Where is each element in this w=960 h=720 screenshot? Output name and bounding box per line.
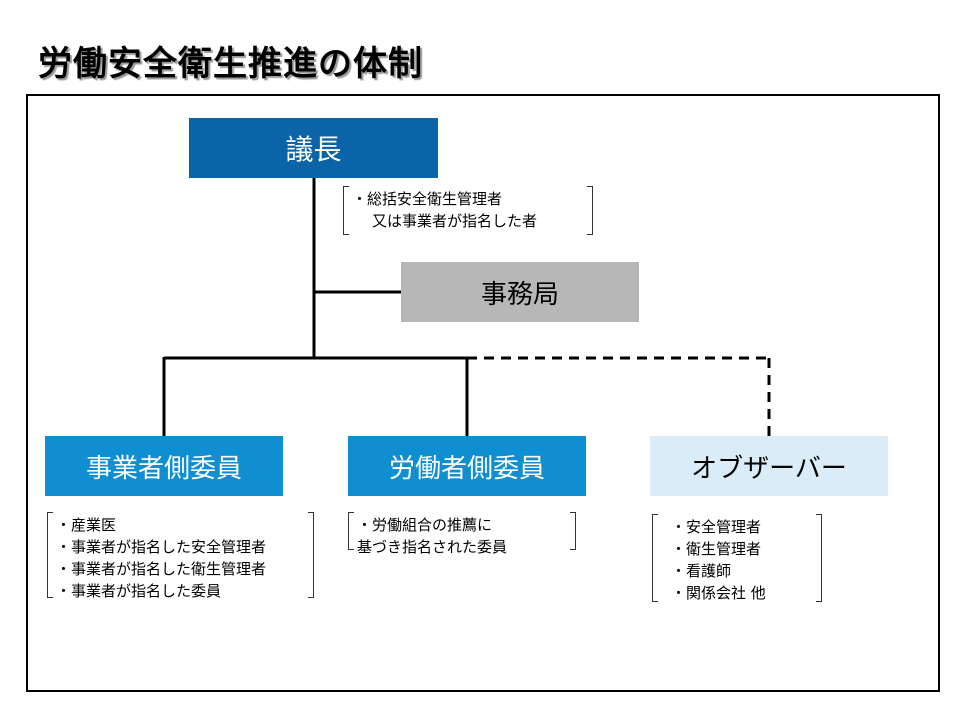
chair-note-line: 又は事業者が指名した者	[372, 212, 538, 230]
employer-note-line: ・事業者が指名した衛生管理者	[56, 560, 267, 578]
employer-note-line: ・事業者が指名した安全管理者	[56, 538, 267, 556]
observer-note-line: ・関係会社 他	[671, 584, 766, 602]
chair-note: ・総括安全衛生管理者 又は事業者が指名した者	[343, 186, 593, 235]
labor-committee-box: 労働者側委員	[348, 436, 586, 496]
labor-note-line: 基づき指名された委員	[357, 538, 508, 556]
chair-box: 議長	[189, 118, 438, 178]
labor-note-line: ・労働組合の推薦に	[357, 516, 493, 534]
employer-note-line: ・事業者が指名した委員	[56, 582, 222, 600]
observer-box: オブザーバー	[650, 436, 888, 496]
chair-note-line: ・総括安全衛生管理者	[352, 190, 503, 208]
page-title: 労働安全衛生推進の体制	[38, 44, 423, 84]
labor-committee-note: ・労働組合の推薦に 基づき指名された委員	[348, 512, 576, 556]
employer-committee-note: ・産業医 ・事業者が指名した安全管理者 ・事業者が指名した衛生管理者 ・事業者が…	[47, 512, 314, 600]
observer-note: ・安全管理者 ・衛生管理者 ・看護師 ・関係会社 他	[652, 514, 822, 602]
employer-note-line: ・産業医	[56, 516, 117, 534]
observer-note-line: ・安全管理者	[671, 518, 762, 536]
observer-note-line: ・看護師	[671, 562, 732, 580]
secretariat-box: 事務局	[401, 262, 639, 322]
observer-note-line: ・衛生管理者	[671, 540, 762, 558]
employer-committee-box: 事業者側委員	[45, 436, 283, 496]
diagram-frame	[26, 94, 940, 692]
